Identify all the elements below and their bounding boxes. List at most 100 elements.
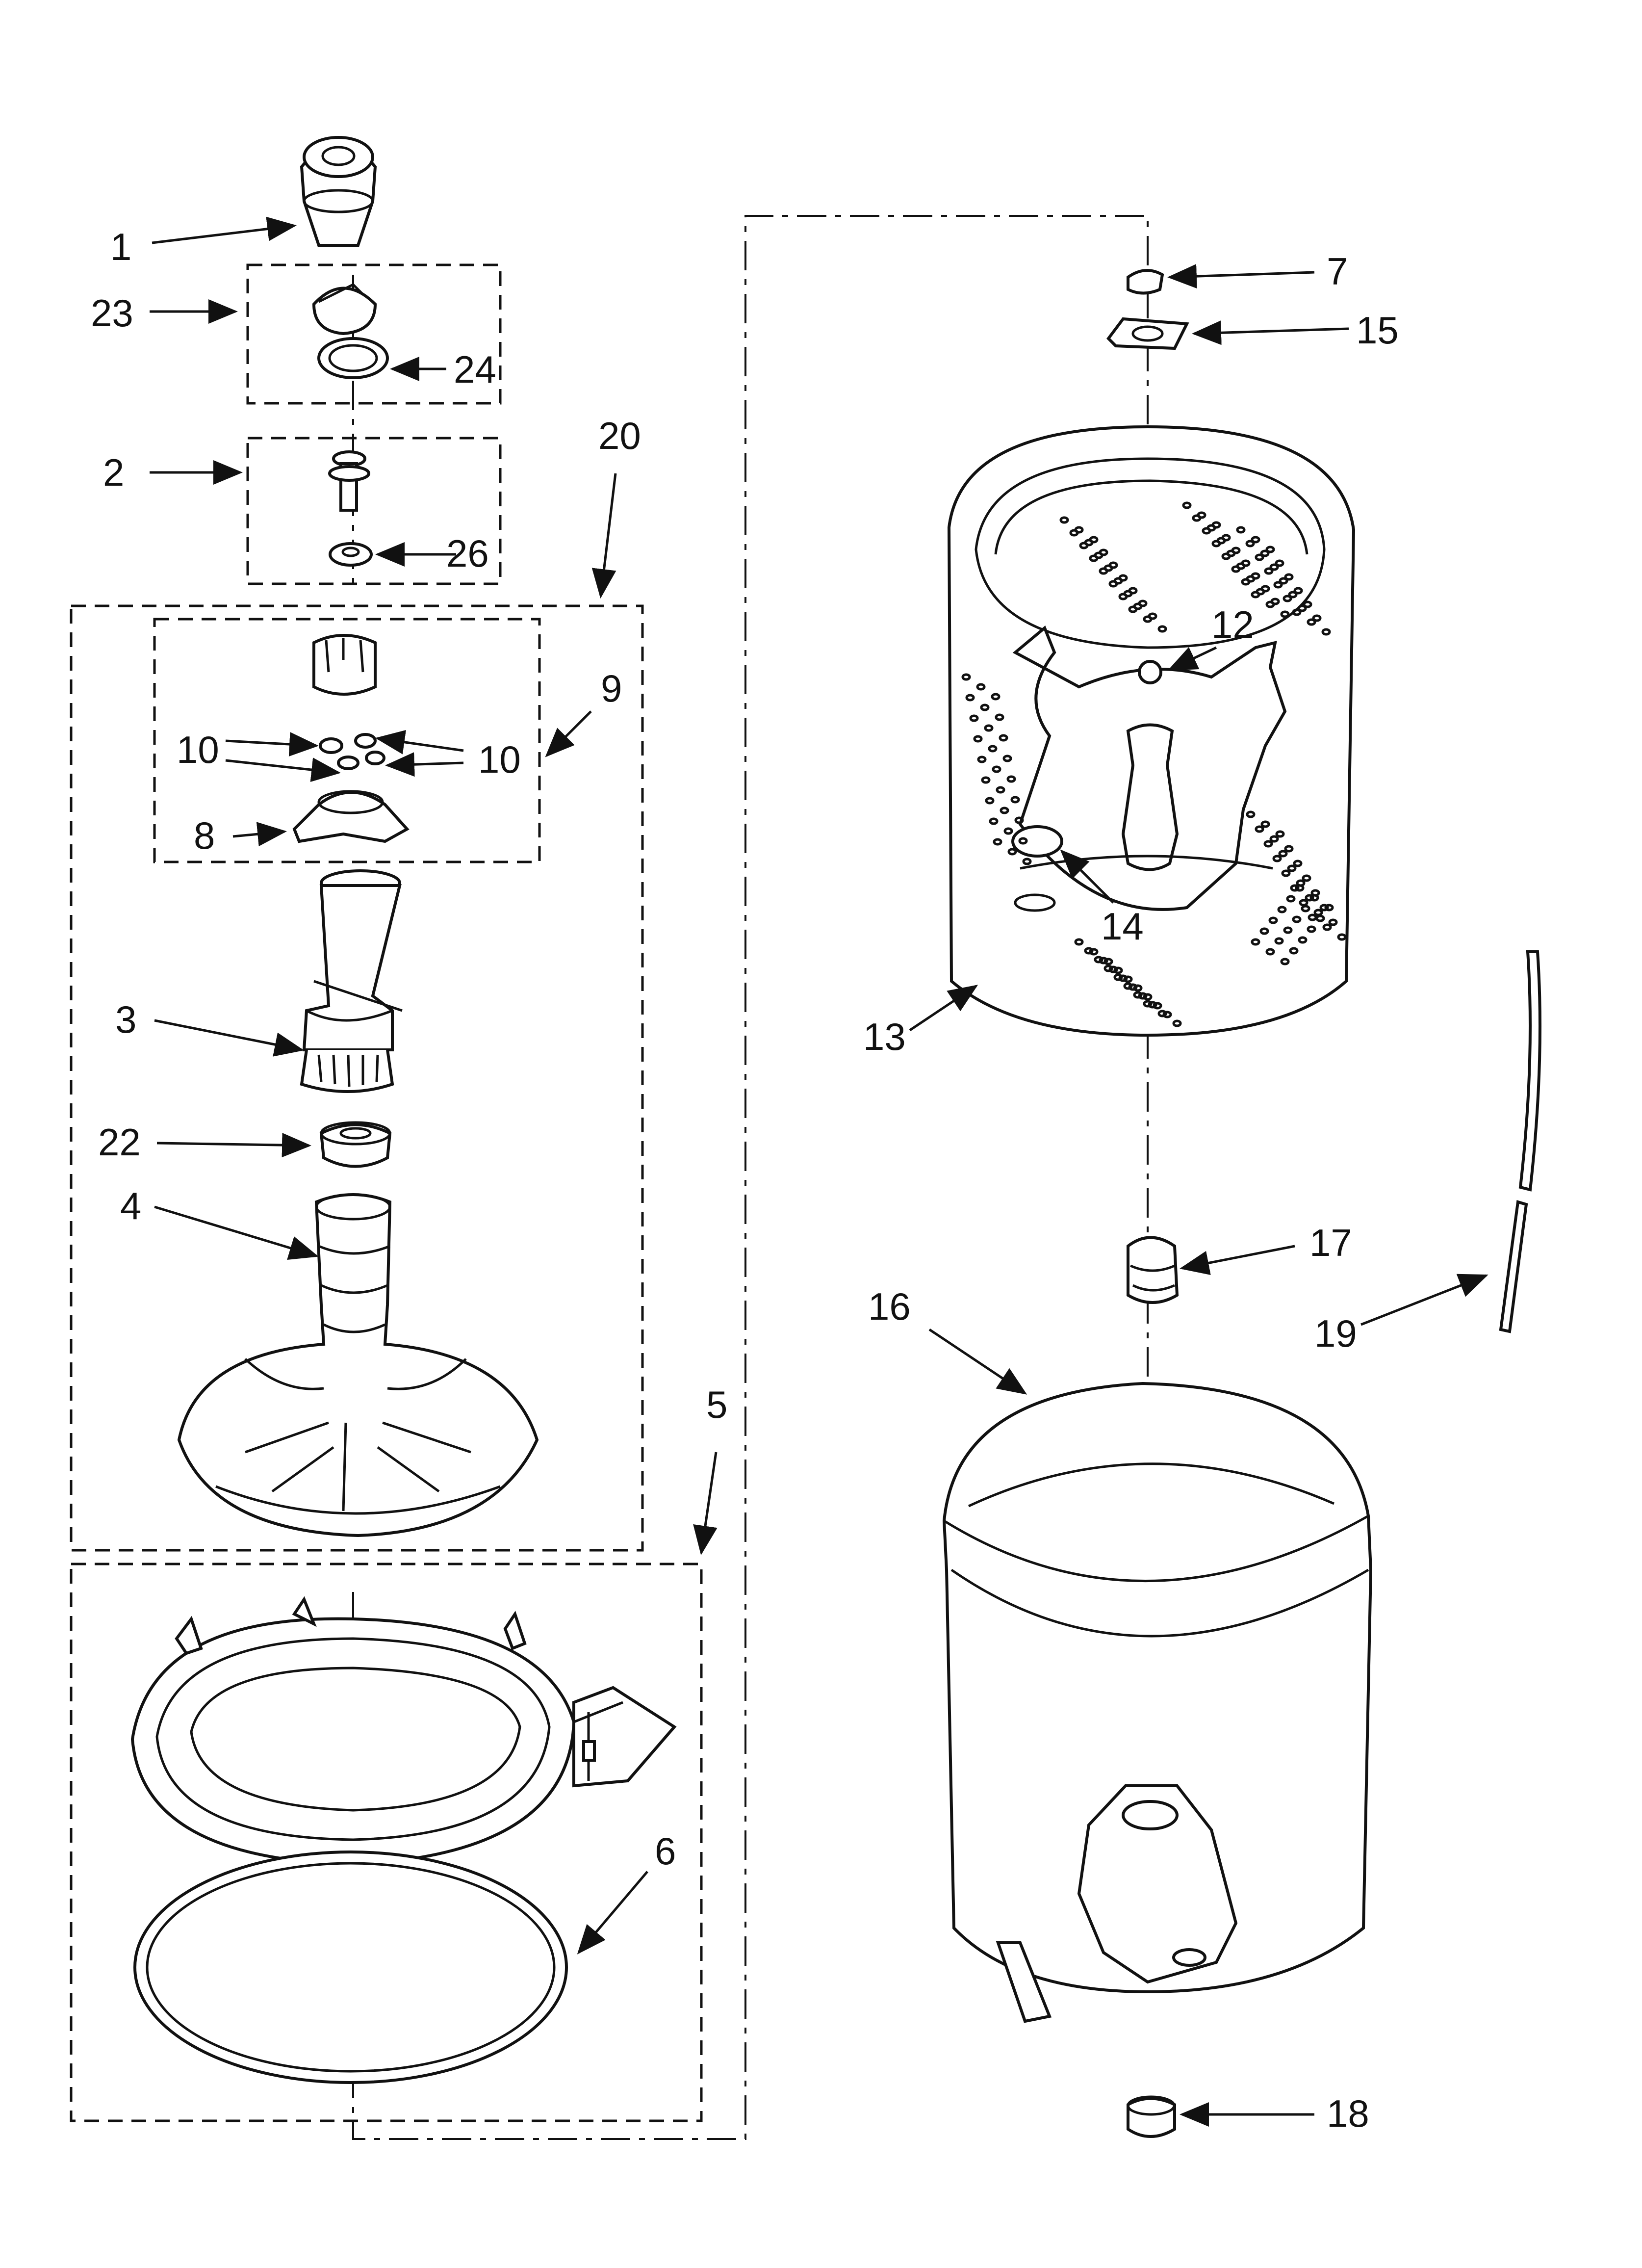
perforation-hole [1260, 585, 1270, 593]
perforation-hole [1103, 958, 1113, 965]
perforation-hole [1302, 874, 1311, 882]
perforation-hole [993, 838, 1002, 846]
perforation-hole [1315, 914, 1325, 922]
part-9-cam-assembly [312, 634, 377, 696]
perforation-hole [1128, 587, 1138, 595]
label-26: 26 [446, 532, 489, 575]
perforation-hole [1007, 848, 1017, 856]
perforation-hole [996, 786, 1005, 794]
perforation-hole [969, 714, 979, 722]
perforation-hole [1269, 563, 1279, 571]
part-16-outer-tub [942, 1382, 1373, 2023]
group-box-9 [153, 618, 541, 863]
perforation-hole [1273, 581, 1283, 589]
perforation-hole [1274, 937, 1284, 945]
perforation-hole [1260, 549, 1270, 557]
label-22: 22 [98, 1121, 141, 1164]
perforation-hole [992, 765, 1001, 773]
perforation-hole [1269, 835, 1279, 843]
part-23-cam [312, 283, 377, 336]
label-19: 19 [1314, 1312, 1357, 1355]
label-7: 7 [1327, 250, 1348, 293]
label-13: 13 [863, 1015, 906, 1058]
perforation-hole [1113, 966, 1123, 974]
perforation-hole [1265, 546, 1275, 553]
perforation-hole [1268, 916, 1278, 924]
perforation-hole [1289, 947, 1299, 955]
perforation-hole [1099, 548, 1108, 556]
part-4-agitator-base [177, 1193, 539, 1538]
part-5-tub-ring [130, 1596, 677, 1889]
perforation-hole [1089, 536, 1099, 544]
perforation-hole [988, 745, 998, 753]
label-20: 20 [598, 414, 641, 457]
perforation-hole [981, 776, 991, 784]
label-12: 12 [1211, 603, 1254, 646]
part-22-bearing [319, 1121, 392, 1168]
perforation-hole [1265, 948, 1275, 956]
perforation-hole [1231, 547, 1241, 554]
perforation-hole [1006, 775, 1016, 783]
perforation-hole [1286, 895, 1296, 903]
label-17: 17 [1309, 1221, 1352, 1264]
perforation-hole [1293, 860, 1303, 867]
label-5: 5 [706, 1383, 727, 1426]
perforation-hole [995, 713, 1004, 721]
perforation-hole [1022, 858, 1032, 865]
perforation-hole [1283, 595, 1292, 602]
perforation-hole [985, 797, 995, 805]
connector-line [352, 215, 1149, 2140]
perforation-hole [1298, 936, 1308, 944]
perforation-hole [1279, 577, 1288, 585]
perforation-hole [1303, 600, 1312, 608]
perforation-hole [1000, 807, 1009, 814]
part-18-plug [1127, 2095, 1176, 2138]
perforation-hole [1307, 925, 1316, 933]
perforation-hole [965, 694, 975, 702]
part-7-nut [1127, 269, 1164, 295]
perforation-hole [1305, 894, 1314, 902]
perforation-hole [1018, 837, 1028, 845]
perforation-hole [1014, 816, 1024, 824]
perforation-hole [991, 693, 1001, 701]
perforation-hole [1002, 755, 1012, 762]
label-24: 24 [454, 348, 496, 391]
label-6: 6 [655, 1829, 676, 1873]
part-10-dogs [319, 733, 385, 770]
perforation-hole [1143, 993, 1153, 1001]
perforation-hole [1182, 501, 1192, 509]
perforation-hole [1324, 904, 1334, 912]
part-26-washer [329, 542, 373, 567]
perforation-hole [961, 673, 971, 681]
part-17-coupling [1127, 1236, 1179, 1304]
perforation-hole [1321, 628, 1331, 636]
label-10-right: 10 [478, 738, 521, 781]
perforation-hole [1251, 938, 1260, 946]
label-23: 23 [91, 291, 133, 335]
perforation-hole [1010, 796, 1020, 804]
perforation-hole [1312, 614, 1322, 622]
label-8: 8 [194, 814, 215, 857]
part-8-drive-cam [292, 790, 410, 843]
perforation-hole [1313, 909, 1323, 916]
leader-arrows [150, 216, 1488, 2127]
perforation-hole [1259, 927, 1269, 935]
label-2: 2 [103, 451, 124, 494]
perforation-hole [1297, 604, 1307, 612]
group-box-23 [246, 263, 502, 405]
perforation-hole [1264, 567, 1274, 575]
perforation-hole [1319, 904, 1329, 912]
perforation-hole [1255, 825, 1264, 833]
perforation-hole [1307, 618, 1316, 626]
perforation-hole [1283, 926, 1293, 934]
perforation-hole [984, 724, 994, 732]
group-box-5 [70, 1563, 703, 2122]
perforation-hole [973, 735, 983, 743]
perforation-hole [1270, 598, 1280, 605]
perforation-hole [1241, 559, 1251, 567]
perforation-hole [1123, 975, 1133, 983]
label-1: 1 [110, 225, 131, 268]
part-19-hose [1499, 950, 1541, 1333]
perforation-hole [1280, 610, 1290, 618]
